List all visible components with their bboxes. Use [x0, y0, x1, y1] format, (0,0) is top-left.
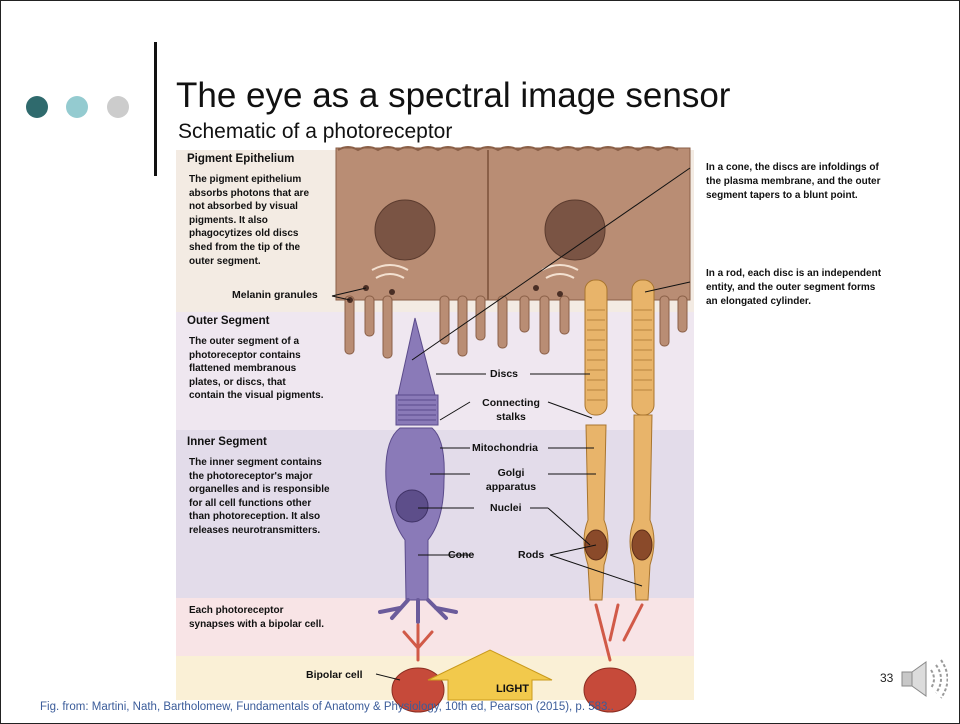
rod-cell-2	[630, 280, 654, 600]
label-rods: Rods	[518, 548, 544, 562]
label-cone: Cone	[448, 548, 474, 562]
label-bipolar-cell: Bipolar cell	[306, 668, 363, 682]
label-connecting-stalks: Connecting stalks	[474, 396, 548, 424]
cone-cell	[380, 318, 456, 622]
inner-text: The inner segment contains the photorece…	[189, 456, 330, 538]
pigment-heading: Pigment Epithelium	[187, 153, 294, 165]
label-golgi: Golgi apparatus	[474, 466, 548, 494]
rod-cell-1	[584, 280, 608, 600]
cone-note: In a cone, the discs are infoldings of t…	[706, 161, 946, 203]
label-light: LIGHT	[496, 683, 529, 695]
light-arrow	[428, 650, 552, 700]
outer-text: The outer segment of a photoreceptor con…	[189, 335, 323, 403]
figure-caption: Fig. from: Martini, Nath, Bartholomew, F…	[40, 701, 614, 713]
rod-note: In a rod, each disc is an independent en…	[706, 267, 946, 309]
outer-heading: Outer Segment	[187, 315, 269, 327]
label-nuclei: Nuclei	[490, 501, 522, 515]
page-number: 33	[880, 671, 893, 685]
inner-heading: Inner Segment	[187, 436, 267, 448]
pigment-text: The pigment epithelium absorbs photons t…	[189, 173, 309, 268]
label-mitochondria: Mitochondria	[472, 441, 538, 455]
label-discs: Discs	[490, 367, 518, 381]
label-melanin: Melanin granules	[232, 288, 318, 302]
synapse-text: Each photoreceptor synapses with a bipol…	[189, 604, 324, 631]
speaker-icon[interactable]	[898, 658, 948, 700]
